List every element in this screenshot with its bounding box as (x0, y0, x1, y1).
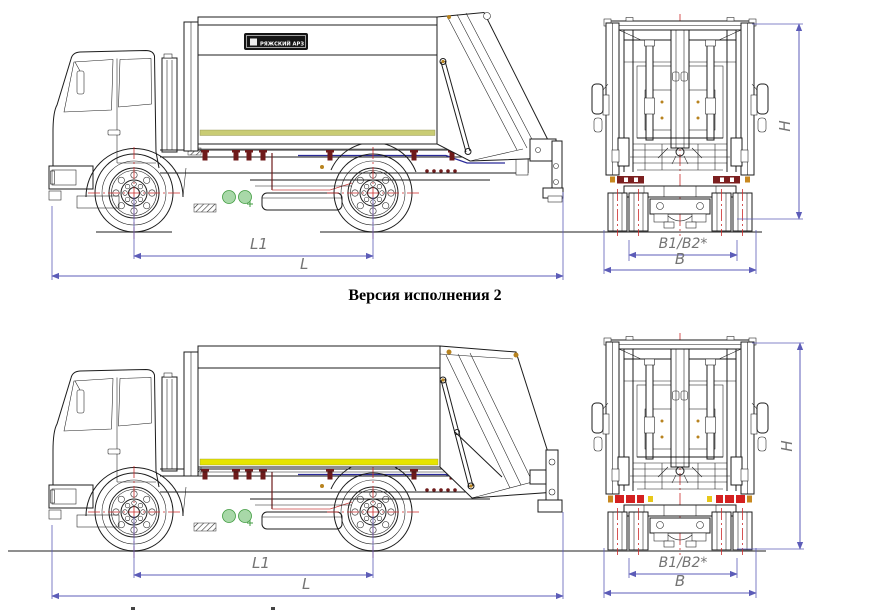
tailgate-v2 (439, 345, 557, 499)
dim-width-bottom: B (675, 572, 685, 590)
badge-logo-icon (250, 38, 257, 46)
dim-length-bottom: L (302, 575, 310, 593)
refuse-body-v2 (183, 345, 455, 477)
rear-view-version-2 (591, 332, 769, 556)
dim-track-top: B1/B2* (659, 236, 708, 252)
rear-bumper-v1 (610, 176, 750, 184)
dim-wheelbase-top: L1 (250, 235, 268, 253)
dim-width-top: B (675, 250, 685, 268)
rear-view-version-1 (591, 13, 769, 237)
cutoff-mark (131, 607, 135, 610)
container-lifter-v1 (529, 138, 564, 203)
badge-label: РЯЖСКИЙ АРЗ (260, 40, 304, 48)
version-caption: Версия исполнения 2 (348, 287, 501, 304)
body-stripe (199, 129, 436, 136)
dim-height-bottom: H (778, 440, 796, 451)
cutoff-mark (271, 607, 275, 610)
tailgate-v1 (436, 11, 554, 162)
refuse-body-v1: РЯЖСКИЙ АРЗ (183, 16, 455, 152)
dim-length-top: L (300, 255, 308, 273)
dimensions-bottom: L1 L B1/B2* B H (51, 342, 804, 600)
side-view-version-2 (49, 345, 563, 558)
dimensions-top: L1 L B1/B2* B H (51, 23, 803, 280)
rear-bumper-v2 (608, 495, 752, 503)
dim-track-bottom: B1/B2* (659, 555, 708, 571)
container-lifter-v2 (529, 449, 563, 513)
manufacturer-badge: РЯЖСКИЙ АРЗ (244, 33, 308, 50)
body-stripe (199, 458, 439, 466)
dim-wheelbase-bottom: L1 (252, 554, 270, 572)
dim-height-top: H (776, 120, 794, 131)
side-view-version-1: РЯЖСКИЙ АРЗ (49, 11, 564, 240)
